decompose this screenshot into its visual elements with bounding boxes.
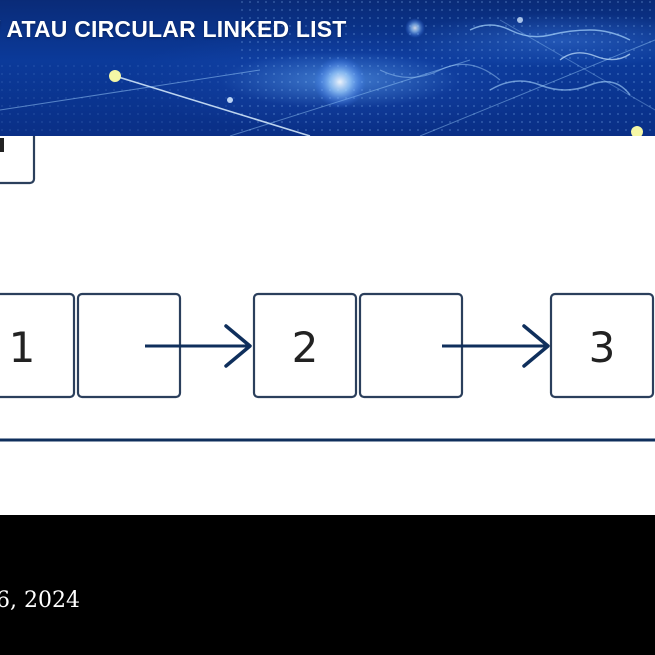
node-3-data-box [549,292,655,399]
page-title: / ATAU CIRCULAR LINKED LIST [0,16,347,43]
diagram-svg: 1 2 3 [0,136,655,442]
linked-list-diagram: 1 2 3 [0,136,655,515]
node-2-data-box [252,292,358,399]
node-3-value: 3 [589,323,616,372]
node-1-data-box [0,292,76,399]
arrow-1-to-2-head [224,324,252,368]
node-1-value: 1 [9,323,36,372]
post-footer: 6, 2024 [0,515,655,655]
partial-box-glyph [0,138,4,152]
header-banner: / ATAU CIRCULAR LINKED LIST [0,0,655,136]
banner-tech-background [0,0,655,136]
title-text: ATAU CIRCULAR LINKED LIST [6,16,347,42]
post-date: 6, 2024 [0,588,80,613]
arrow-2-to-3-head [522,324,550,368]
title-prefix-glyph: / [0,16,1,42]
partial-box-top [0,136,36,185]
node-2-value: 2 [292,323,319,372]
